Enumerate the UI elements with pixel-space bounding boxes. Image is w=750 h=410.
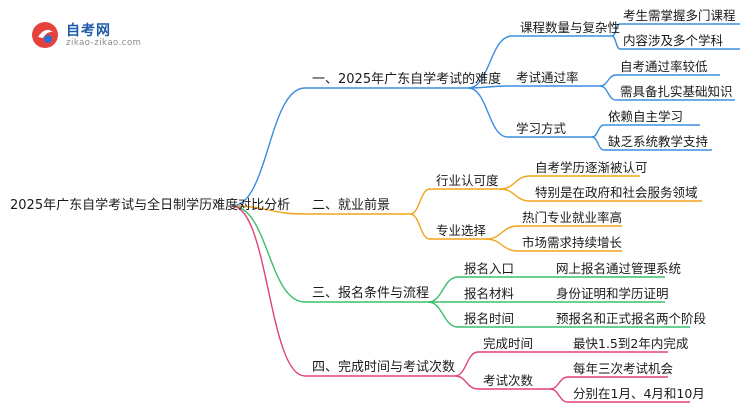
connector-leaf-4 [599,85,617,101]
branch-employment: 二、就业前景 [312,198,391,213]
connector-leaf-8 [499,188,531,202]
leaf-low-pass-rate: 自考通过率较低 [620,59,708,74]
node-major-choice: 专业选择 [436,223,487,238]
connector-leaf-7 [499,175,531,190]
logo-mark-icon [32,22,58,48]
connector-leaf-5 [591,124,605,138]
connector-leaf-3 [599,74,617,87]
connector-root-difficulty [231,87,306,207]
connector-reg-entry [427,276,459,303]
leaf-no-system-support: 缺乏系统教学支持 [608,134,709,149]
mindmap-root: 2025年广东自学考试与全日制学历难度对比分析 [10,198,291,213]
connector-root-employment [231,205,306,215]
leaf-online-system: 网上报名通过管理系统 [556,261,682,276]
branch-registration: 三、报名条件与流程 [312,286,430,301]
leaf-id-diploma: 身份证明和学历证明 [556,286,669,301]
site-logo[interactable]: 自考网 zikao-zikao.com [30,20,170,50]
connector-root-completion [231,205,306,377]
leaf-two-stages: 预报名和正式报名两个阶段 [556,311,707,326]
leaf-market-demand: 市场需求持续增长 [522,235,623,250]
leaf-three-exams: 每年三次考试机会 [573,361,674,376]
leaf-fastest-duration: 最快1.5到2年内完成 [573,336,689,351]
connector-study-mode [467,87,509,138]
connector-leaf-11 [549,376,569,390]
node-reg-time: 报名时间 [464,311,515,326]
node-course-quantity: 课程数量与复杂性 [520,20,621,35]
connector-industry [409,188,431,215]
node-pass-rate: 考试通过率 [516,70,579,85]
node-industry-recognition: 行业认可度 [436,173,499,188]
connector-leaf-2 [611,35,621,50]
node-reg-entry: 报名入口 [464,261,515,276]
leaf-gradually-recognized: 自考学历逐渐被认可 [535,160,648,175]
logo-title: 自考网 [66,23,111,39]
node-completion-time: 完成时间 [483,336,534,351]
connector-leaf-9 [485,225,519,240]
leaf-exam-months: 分别在1月、4月和10月 [573,386,705,401]
connector-exam-count [454,375,479,390]
connector-leaf-6 [591,136,605,151]
leaf-popular-majors: 热门专业就业率高 [522,210,623,225]
connector-reg-time [427,301,459,328]
connector-completion-time [454,351,479,377]
node-reg-materials: 报名材料 [464,286,515,301]
connector-leaf-12 [549,388,569,403]
connector-major [409,213,431,240]
node-study-mode: 学习方式 [516,121,567,136]
leaf-multiple-subjects: 内容涉及多个学科 [623,33,724,48]
node-exam-count: 考试次数 [483,373,534,388]
connector-course-quantity [467,35,513,89]
connector-leaf-10 [485,238,519,252]
logo-url: zikao-zikao.com [66,38,142,48]
branch-completion: 四、完成时间与考试次数 [312,360,456,375]
leaf-self-study: 依赖自主学习 [608,109,684,124]
branch-difficulty: 一、2025年广东自学考试的难度 [312,72,502,87]
leaf-multiple-courses: 考生需掌握多门课程 [623,8,736,23]
leaf-solid-foundation: 需具备扎实基础知识 [620,84,733,99]
leaf-government-service: 特别是在政府和社会服务领域 [535,185,698,200]
connector-pass-rate [467,85,509,89]
connector-root-registration [231,205,306,303]
